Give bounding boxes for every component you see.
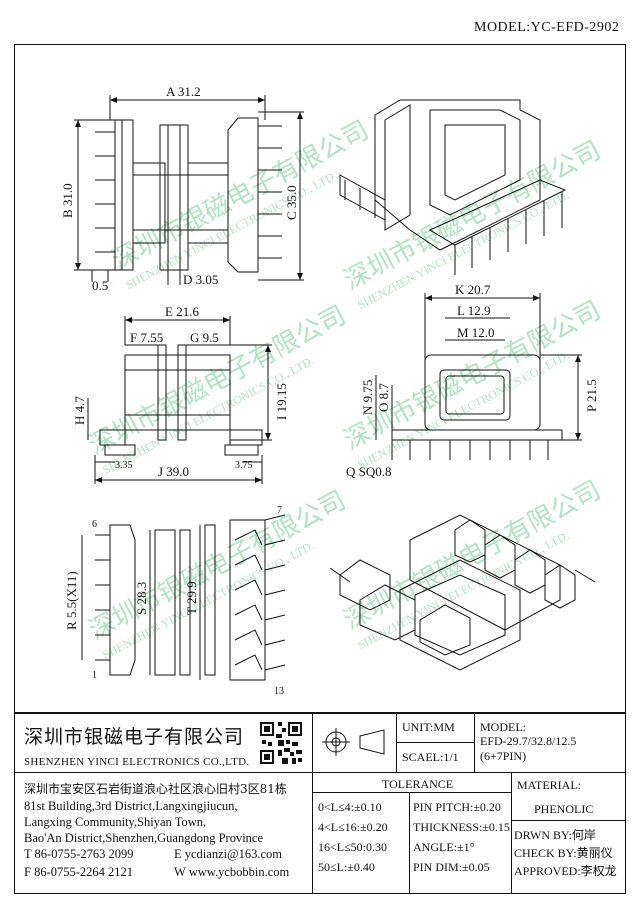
- tb-tol-split: [409, 792, 410, 894]
- dim-e1: 3.35: [115, 460, 133, 471]
- tb-v1: [312, 712, 313, 894]
- projection-symbol-icon: [320, 724, 390, 760]
- address-line-2: 81st Building,3rd District,Langxingjiucu…: [24, 799, 238, 813]
- isometric-view-bottom: [329, 514, 596, 671]
- dim-g: G 9.5: [190, 330, 219, 345]
- tb-v4: [511, 772, 512, 894]
- dim-q: Q SQ0.8: [346, 464, 392, 479]
- email: E ycdianzi@163.com: [174, 847, 283, 861]
- pin-label-6: 6: [92, 519, 97, 530]
- side-view: [87, 316, 272, 484]
- approved-by: APPROVED:李权龙: [514, 864, 617, 878]
- fax: F 86-0755-2264 2121: [24, 865, 134, 879]
- dim-t: T 29.9: [184, 581, 199, 615]
- dimension-arrows: [75, 97, 581, 483]
- watermark-cn-6: 深圳市银磁电子有限公司: [339, 475, 605, 635]
- unit-label: UNIT:MM: [402, 720, 455, 734]
- watermark-cn-3: 深圳市银磁电子有限公司: [84, 300, 350, 460]
- tolerance-heading: TOLERANCE: [382, 777, 454, 791]
- dim-m: M 12.0: [457, 325, 495, 340]
- dim-j: J 39.0: [158, 464, 189, 479]
- dim-n: N 9.75: [360, 380, 375, 415]
- watermarks: 深圳市银磁电子有限公司 SHENZHEN YINCI ELECTRONICS C…: [84, 115, 605, 662]
- tb-top-line: [14, 712, 626, 714]
- dim-c: C 35.0: [284, 185, 299, 220]
- material-value: PHENOLIC: [534, 802, 594, 816]
- tb-tol-line: [312, 792, 511, 793]
- model-label: MODEL:: [480, 720, 526, 734]
- tol2-row-1: PIN PITCH:±0.20: [413, 800, 501, 814]
- dim-h: H 4.7: [72, 396, 87, 425]
- model-header: MODEL:YC-EFD-2902: [474, 20, 620, 35]
- dim-o: O 8.7: [376, 383, 391, 412]
- tb-unit-split: [396, 742, 474, 743]
- drawn-by: DRWN BY:何岸: [514, 828, 596, 842]
- bottom-view: [81, 514, 286, 681]
- company-name-en: SHENZHEN YINCI ELECTRONICS CO.,LTD.: [24, 756, 250, 768]
- isometric-view-top: [339, 99, 567, 275]
- pin-label-1: 1: [92, 670, 97, 681]
- dim-d: D 3.05: [183, 272, 218, 287]
- front-view: [74, 95, 304, 285]
- checked-by: CHECK BY:黄丽仪: [514, 846, 613, 860]
- tb-mat-line: [511, 820, 626, 821]
- qr-code-icon: [258, 720, 304, 766]
- tol-row-1: 0<L≤4:±0.10: [318, 800, 382, 814]
- tol-row-3: 16<L≤50:0.30: [318, 840, 388, 854]
- dim-i: I 19.15: [274, 383, 289, 420]
- tol2-row-2: THICKNESS:±0.15: [413, 820, 510, 834]
- watermark-cn-4: 深圳市银磁电子有限公司: [339, 295, 605, 455]
- website: W www.ycbobbin.com: [174, 865, 290, 879]
- technical-drawing: 深圳市银磁电子有限公司 SHENZHEN YINCI ELECTRONICS C…: [60, 84, 605, 697]
- address-line-4: Bao'An District,Shenzhen,Guangdong Provi…: [24, 831, 264, 845]
- model-pins: (6+7PIN): [480, 749, 527, 763]
- dim-p: P 21.5: [584, 379, 599, 412]
- tol-row-2: 4<L≤16:±0.20: [318, 820, 388, 834]
- tol2-row-3: ANGLE:±1°: [413, 840, 475, 854]
- dim-e2: 3.75: [235, 460, 253, 471]
- dim-f: F 7.55: [130, 330, 163, 345]
- address-line-3: Langxing Community,Shiyan Town,: [24, 815, 207, 829]
- watermark-cn-1: 深圳市银磁电子有限公司: [107, 115, 373, 275]
- drawing-sheet-border: [14, 44, 626, 894]
- dim-k: K 20.7: [455, 282, 491, 297]
- tb-v3: [474, 712, 475, 772]
- end-view: [375, 293, 582, 460]
- dimension-labels: A 31.2 B 31.0 C 35.0 D 3.05 0.5 E 21.6 F…: [60, 84, 599, 697]
- dim-b: B 31.0: [60, 183, 75, 218]
- dim-r: R 5.5(X11): [64, 571, 79, 630]
- address-line-1: 深圳市宝安区石岩街道浪心社区浪心旧村3区81栋: [24, 782, 287, 796]
- watermark-cn-5: 深圳市银磁电子有限公司: [84, 485, 350, 645]
- watermark-cn-2: 深圳市银磁电子有限公司: [339, 135, 605, 295]
- tb-mid-line: [14, 772, 626, 773]
- tel: T 86-0755-2763 2099: [24, 847, 134, 861]
- dim-a: A 31.2: [166, 84, 201, 99]
- model-value: EFD-29.7/32.8/12.5: [480, 734, 577, 748]
- tol2-row-4: PIN DIM:±0.05: [413, 860, 490, 874]
- title-block: 深圳市银磁电子有限公司 SHENZHEN YINCI ELECTRONICS C…: [14, 712, 626, 894]
- dim-l: L 12.9: [457, 303, 490, 318]
- dim-s: S 28.3: [134, 582, 149, 615]
- company-name-cn: 深圳市银磁电子有限公司: [24, 726, 245, 748]
- tol-row-4: 50≤L:±0.40: [318, 860, 375, 874]
- pin-label-13: 13: [274, 686, 284, 697]
- dim-e: E 21.6: [165, 304, 199, 319]
- material-label: MATERIAL:: [517, 778, 581, 792]
- dim-pin-width: 0.5: [92, 278, 108, 293]
- pin-label-7: 7: [277, 505, 282, 516]
- scale-label: SCAEL:1/1: [402, 750, 459, 764]
